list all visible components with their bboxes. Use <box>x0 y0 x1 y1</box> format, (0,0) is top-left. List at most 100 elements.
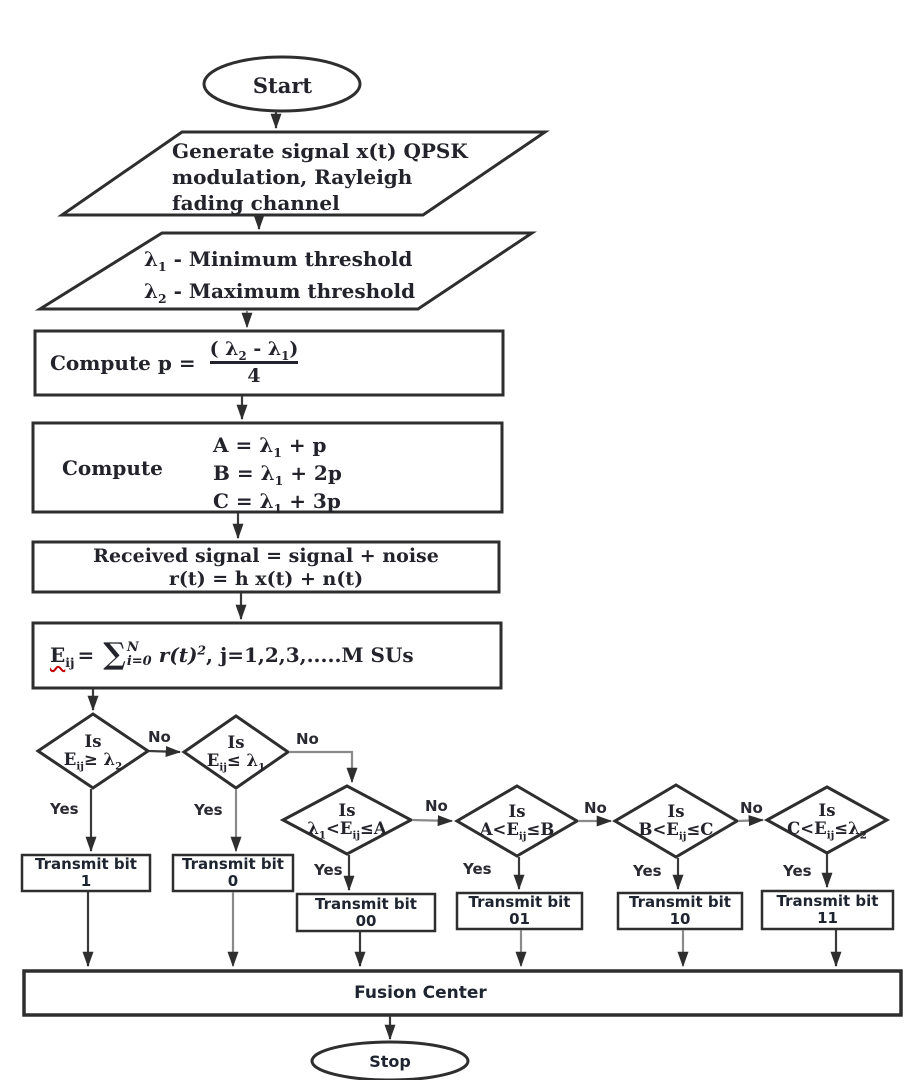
received-line1: Received signal = signal + noise <box>93 545 439 567</box>
decision-6-condition: C<Eij≤λ2 <box>787 818 867 841</box>
process-energy-shape <box>31 621 503 690</box>
transmit-10-line1: Transmit bit <box>629 893 731 911</box>
compute-p-lhs: Compute p = <box>50 351 196 375</box>
io-generate-label: Generate signal x(t) QPSK modulation, Ra… <box>172 138 532 216</box>
decision-2-condition: Eij≤ λ1 <box>206 751 266 774</box>
transmit-01-shape <box>455 891 584 931</box>
transmit-11-shape <box>760 889 895 931</box>
fraction-denominator: 4 <box>247 365 261 387</box>
process-energy-formula: Eij = ∑ N i=0 r(t)2 , j=1,2,3,.....M SUs <box>50 623 490 686</box>
decision-3-shape <box>279 784 415 856</box>
edge-label-yes-2: Yes <box>194 801 223 819</box>
edge-label-yes-5: Yes <box>633 862 662 880</box>
threshold-max-line: λ2 - Maximum threshold <box>144 279 416 306</box>
transmit-0-shape <box>171 853 295 893</box>
transmit-1-label: Transmit bit 1 <box>22 855 150 891</box>
decision-5-condition: B<Eij≤C <box>638 819 714 842</box>
start-terminator-shape <box>202 55 362 113</box>
decision-1-shape <box>35 712 151 790</box>
decision-3-label: Is λ1<Eij≤A <box>283 792 411 848</box>
process-compute-p-label: Compute p = ( λ2 - λ1) 4 <box>50 334 299 392</box>
edge-label-yes-6: Yes <box>783 862 812 880</box>
process-received-signal-shape <box>31 540 501 594</box>
transmit-11-line2: 11 <box>817 909 838 927</box>
edge-d2-no-d3 <box>289 750 358 784</box>
edge-label-yes-1: Yes <box>50 800 79 818</box>
transmit-00-label: Transmit bit 00 <box>297 894 435 931</box>
stop-terminator-shape <box>310 1040 470 1080</box>
transmit-0-line2: 0 <box>227 872 239 890</box>
edge-d3-no-d4 <box>411 815 454 827</box>
transmit-00-line1: Transmit bit <box>315 894 417 913</box>
edge-label-no-1: No <box>148 728 171 746</box>
fusion-center-shape <box>22 969 903 1017</box>
decision-6-label: Is C<Eij≤λ2 <box>767 792 887 847</box>
edge-label-yes-4: Yes <box>463 860 492 878</box>
energy-body: r(t)2 <box>158 641 207 667</box>
equation-c: C = λ1 + 3p <box>213 489 341 516</box>
sigma-symbol: ∑ <box>103 636 126 672</box>
decision-4-is: Is <box>508 802 526 821</box>
start-label: Start <box>252 72 313 98</box>
io-generate-line2: modulation, Rayleigh <box>172 165 413 189</box>
io-generate-shape <box>57 130 550 217</box>
edge-label-yes-3: Yes <box>314 861 343 879</box>
transmit-00-shape <box>295 892 437 933</box>
threshold-min-line: λ1 - Minimum threshold <box>144 247 413 274</box>
io-thresholds-shape <box>34 231 537 311</box>
decision-6-shape <box>763 785 891 855</box>
sigma-lower-limit: i=0 <box>126 653 152 669</box>
decision-3-condition: λ1<Eij≤A <box>307 819 387 842</box>
decision-5-label: Is B<Eij≤C <box>615 792 737 849</box>
decision-6-is: Is <box>818 800 836 820</box>
edge-label-no-5: No <box>740 799 763 817</box>
io-generate-line1: Generate signal x(t) QPSK <box>172 139 468 163</box>
sigma-limits: N i=0 <box>127 641 152 668</box>
decision-2-shape <box>181 714 291 790</box>
process-compute-abc-shape <box>31 421 504 514</box>
transmit-1-shape <box>20 853 152 893</box>
compute-abc-equations: A = λ1 + p B = λ1 + 2p C = λ1 + 3p <box>213 431 473 515</box>
transmit-01-label: Transmit bit 01 <box>457 893 582 929</box>
fusion-center-text: Fusion Center <box>354 983 487 1003</box>
compute-abc-label: Compute <box>62 456 163 480</box>
edge-d1-no-d2 <box>148 746 182 758</box>
transmit-1-line1: Transmit bit <box>35 855 137 873</box>
decision-3-is: Is <box>338 801 356 820</box>
decision-2-is: Is <box>227 733 245 752</box>
edge-label-no-3: No <box>425 797 448 815</box>
decision-4-label: Is A<Eij≤B <box>457 793 577 849</box>
sigma-upper-limit: N <box>126 639 139 655</box>
decision-2-label: Is Eij≤ λ1 <box>184 724 288 780</box>
io-thresholds-label: λ1 - Minimum threshold λ2 - Maximum thre… <box>144 243 474 307</box>
transmit-1-line2: 1 <box>80 872 92 890</box>
energy-equals: = <box>77 642 95 667</box>
decision-4-shape <box>454 784 580 858</box>
fraction-numerator: ( λ2 - λ1) <box>209 338 299 363</box>
decision-4-condition: A<Eij≤B <box>479 820 555 843</box>
decision-1-label: Is Eij≥ λ2 <box>38 722 148 780</box>
fraction-bar <box>209 361 299 364</box>
transmit-10-label: Transmit bit 10 <box>618 893 742 929</box>
transmit-00-line2: 00 <box>355 911 377 930</box>
transmit-01-line2: 01 <box>509 910 530 928</box>
decision-1-is: Is <box>84 732 102 751</box>
compute-p-fraction: ( λ2 - λ1) 4 <box>209 338 299 387</box>
transmit-11-line1: Transmit bit <box>776 892 879 910</box>
stop-label: Stop <box>369 1051 411 1071</box>
process-received-label: Received signal = signal + noise r(t) = … <box>33 545 499 591</box>
transmit-10-shape <box>616 891 744 931</box>
decision-5-shape <box>612 783 740 859</box>
decision-1-condition: Eij≥ λ2 <box>63 750 123 773</box>
equation-a: A = λ1 + p <box>213 433 327 460</box>
transmit-0-line1: Transmit bit <box>182 855 284 873</box>
io-generate-line3: fading channel <box>172 191 340 215</box>
energy-lhs: Eij <box>50 642 75 670</box>
transmit-01-line1: Transmit bit <box>468 893 571 911</box>
transmit-10-line2: 10 <box>669 910 691 928</box>
edge-label-no-2: No <box>296 730 319 748</box>
transmit-0-label: Transmit bit 0 <box>173 855 293 891</box>
energy-tail: , j=1,2,3,.....M SUs <box>206 642 414 667</box>
